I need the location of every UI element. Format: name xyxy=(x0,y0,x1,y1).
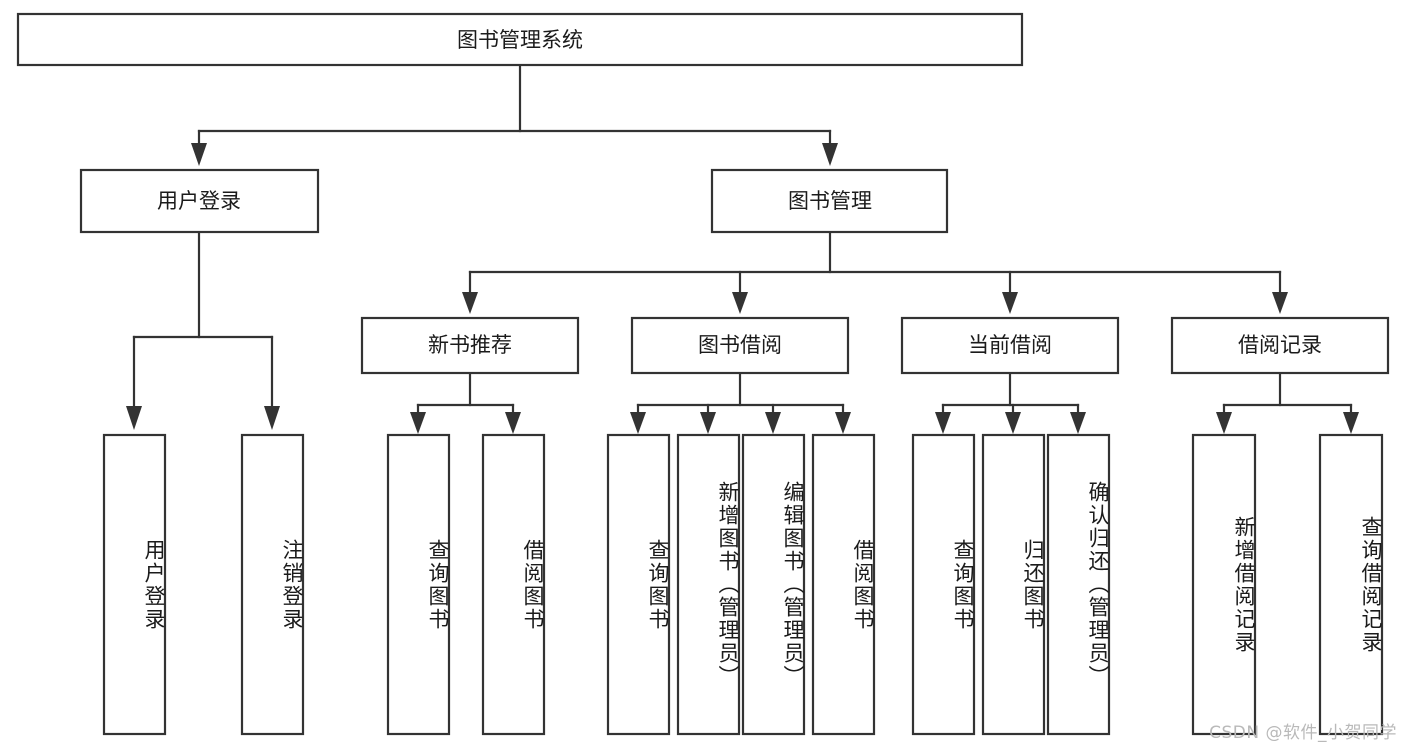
arrow-new-book-c2 xyxy=(505,412,521,434)
arrow-user-login-c2 xyxy=(264,406,280,430)
node-user-login-box[interactable] xyxy=(79,168,320,234)
node-book-management-label: 图书管理 xyxy=(788,189,872,213)
arrow-user-login-c1 xyxy=(126,406,142,430)
arrow-to-user-login xyxy=(191,143,207,166)
leaf-box-borrow-record-1[interactable] xyxy=(1191,433,1257,736)
connector-group-user-login xyxy=(126,230,280,430)
connector-group-new-book xyxy=(410,371,521,434)
arrow-book-borrow-c2 xyxy=(700,412,716,434)
leaf-box-book-borrow-1[interactable] xyxy=(606,433,671,736)
node-book-borrow-box[interactable] xyxy=(630,316,850,375)
arrow-current-borrow-c2 xyxy=(1005,412,1021,434)
connector-group-book-mgmt xyxy=(462,230,1288,314)
arrow-current-borrow-c3 xyxy=(1070,412,1086,434)
node-new-book-recommend-label: 新书推荐 xyxy=(428,333,512,357)
node-borrow-record[interactable]: 借阅记录 xyxy=(1170,316,1390,375)
leaf-box-new-book-2[interactable] xyxy=(481,433,546,736)
arrow-book-borrow-c1 xyxy=(630,412,646,434)
node-new-book-recommend[interactable]: 新书推荐 xyxy=(360,316,580,375)
node-current-borrow-label: 当前借阅 xyxy=(968,333,1052,357)
node-root-box[interactable] xyxy=(16,12,1024,67)
leaf-box-book-borrow-3[interactable] xyxy=(741,433,806,736)
leaf-box-current-borrow-1[interactable] xyxy=(911,433,976,736)
node-book-management-box[interactable] xyxy=(710,168,949,234)
arrow-borrow-record-c1 xyxy=(1216,412,1232,434)
node-current-borrow-box[interactable] xyxy=(900,316,1120,375)
node-user-login[interactable]: 用户登录 xyxy=(79,168,320,234)
leaf-box-book-borrow-4[interactable] xyxy=(811,433,876,736)
watermark-text: CSDN @软件_小贺同学 xyxy=(1209,723,1397,743)
leaf-box-user-login-1[interactable] xyxy=(102,433,167,736)
arrow-book-mgmt-c4 xyxy=(1272,292,1288,314)
leaf-box-borrow-record-2[interactable] xyxy=(1318,433,1384,736)
node-new-book-recommend-box[interactable] xyxy=(360,316,580,375)
leaf-box-user-login-2[interactable] xyxy=(240,433,305,736)
connector-group-borrow-record xyxy=(1216,371,1359,434)
node-book-borrow-label: 图书借阅 xyxy=(698,333,782,357)
node-user-login-label: 用户登录 xyxy=(157,189,241,213)
arrow-to-book-mgmt xyxy=(822,143,838,166)
arrow-book-mgmt-c3 xyxy=(1002,292,1018,314)
leaf-box-current-borrow-2[interactable] xyxy=(981,433,1046,736)
leaf-box-current-borrow-3[interactable] xyxy=(1046,433,1111,736)
arrow-book-mgmt-c2 xyxy=(732,292,748,314)
node-root[interactable]: 图书管理系统 xyxy=(16,12,1024,67)
arrow-book-mgmt-c1 xyxy=(462,292,478,314)
arrow-book-borrow-c4 xyxy=(835,412,851,434)
arrow-book-borrow-c3 xyxy=(765,412,781,434)
connector-group-current-borrow xyxy=(935,371,1086,434)
node-borrow-record-label: 借阅记录 xyxy=(1238,333,1322,357)
leaf-box-new-book-1[interactable] xyxy=(386,433,451,736)
arrow-current-borrow-c1 xyxy=(935,412,951,434)
arrow-new-book-c1 xyxy=(410,412,426,434)
leaf-box-book-borrow-2[interactable] xyxy=(676,433,741,736)
connector-group-book-borrow xyxy=(630,371,851,434)
node-book-borrow[interactable]: 图书借阅 xyxy=(630,316,850,375)
node-borrow-record-box[interactable] xyxy=(1170,316,1390,375)
node-root-label: 图书管理系统 xyxy=(457,28,583,52)
connector-group-root xyxy=(191,63,838,166)
arrow-borrow-record-c2 xyxy=(1343,412,1359,434)
node-current-borrow[interactable]: 当前借阅 xyxy=(900,316,1120,375)
node-book-management[interactable]: 图书管理 xyxy=(710,168,949,234)
